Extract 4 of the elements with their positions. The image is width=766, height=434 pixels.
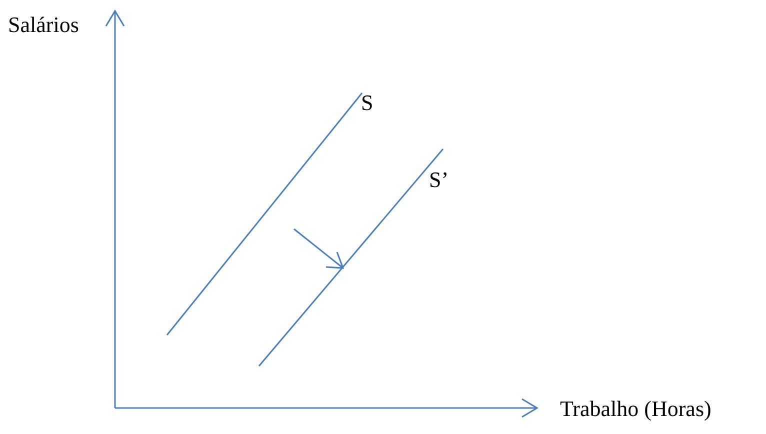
axis-label: Salários bbox=[8, 14, 79, 36]
axis-label: Trabalho (Horas) bbox=[560, 398, 712, 420]
curve-label: S bbox=[361, 92, 374, 114]
curve-label: S’ bbox=[429, 169, 449, 191]
